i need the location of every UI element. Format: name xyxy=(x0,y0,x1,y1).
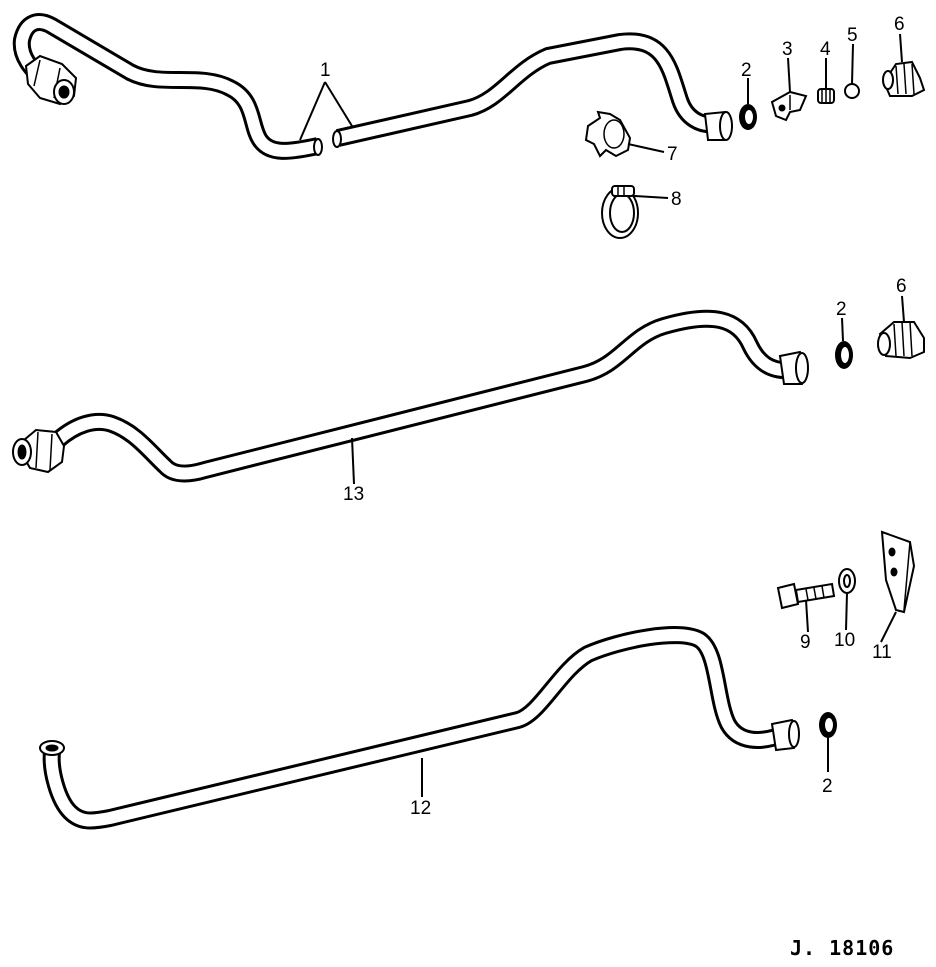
callout-2-middle: 2 xyxy=(836,299,847,320)
callout-3: 3 xyxy=(782,39,793,60)
pipe-1-right-half xyxy=(332,32,733,148)
grommet xyxy=(584,110,632,158)
callout-7: 7 xyxy=(667,144,678,165)
pipe-12 xyxy=(39,626,800,830)
callout-5: 5 xyxy=(847,25,858,46)
mounting-bracket xyxy=(880,530,916,614)
pipe-1-left-half xyxy=(12,13,323,160)
callout-12: 12 xyxy=(410,798,431,819)
pipe-13 xyxy=(52,309,809,483)
bleed-valve-bracket xyxy=(770,90,808,122)
bolt xyxy=(776,582,836,610)
callout-11: 11 xyxy=(872,642,892,663)
pipe-13-nut xyxy=(12,428,66,474)
callout-6-middle: 6 xyxy=(896,276,907,297)
seal-washer-top xyxy=(739,104,757,130)
protective-cap-top xyxy=(882,60,926,97)
protective-cap-middle xyxy=(877,321,925,360)
callout-13: 13 xyxy=(343,484,364,505)
callout-6-top: 6 xyxy=(894,14,905,35)
callout-2-bottom: 2 xyxy=(822,776,833,797)
pipe-1-nut xyxy=(24,54,78,106)
callout-10: 10 xyxy=(834,630,855,651)
callout-9: 9 xyxy=(800,632,811,653)
seal-washer-bottom xyxy=(819,712,837,738)
drawing-reference: J. 18106 xyxy=(790,936,894,960)
callout-2-top: 2 xyxy=(741,60,752,81)
spring xyxy=(817,88,835,104)
seal-washer-middle xyxy=(835,341,853,369)
ball xyxy=(844,83,860,99)
leader-lines xyxy=(299,33,905,797)
hose-clip xyxy=(601,185,639,239)
callout-4: 4 xyxy=(820,39,831,60)
lock-washer xyxy=(838,568,856,594)
callout-8: 8 xyxy=(671,189,682,210)
callout-1: 1 xyxy=(320,60,331,81)
